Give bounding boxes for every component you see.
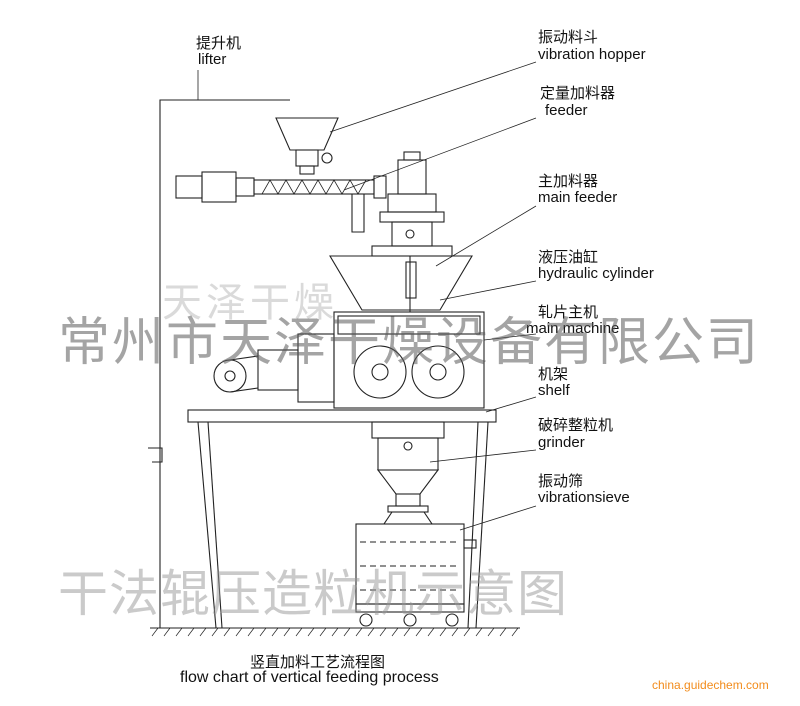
label-lifter-cn: 提升机	[196, 34, 242, 52]
press-roller-right	[411, 345, 465, 399]
sieve-inlet	[382, 511, 434, 525]
main-feeder-bolt	[405, 229, 415, 239]
label-hopper-en: vibration hopper	[538, 46, 646, 63]
company-watermark-faint: 天泽干燥	[162, 280, 338, 326]
press-roller-right-hub	[429, 363, 447, 381]
vibration-hopper	[275, 117, 339, 151]
feeder-screw-flight	[261, 179, 367, 195]
grinder-flange	[387, 505, 429, 513]
hydraulic-cylinder	[405, 261, 417, 299]
drive-gearbox	[257, 349, 299, 391]
site-watermark: china.guidechem.com	[652, 678, 769, 692]
label-feeder-en: feeder	[545, 102, 588, 119]
feeder-drop-chute	[351, 194, 365, 233]
hopper-neck	[295, 149, 319, 167]
grinder-chute	[371, 421, 445, 439]
label-cylinder-cn: 液压油缸	[538, 248, 599, 266]
press-roller-left	[353, 345, 407, 399]
sieve-base	[355, 603, 465, 613]
press-roller-left-hub	[371, 363, 389, 381]
sieve-outlet	[463, 539, 477, 549]
label-grinder-cn: 破碎整粒机	[538, 416, 614, 434]
label-shelf-cn: 机架	[538, 365, 569, 383]
product-watermark: 干法辊压造粒机示意图	[58, 565, 568, 623]
leader-grinder	[429, 449, 537, 463]
caption-cn: 竖直加料工艺流程图	[250, 653, 386, 671]
lifter-frame	[159, 99, 290, 628]
floor-hatch	[151, 627, 519, 637]
main-feeder-gear	[387, 193, 437, 213]
label-feeder-cn: 定量加料器	[540, 84, 616, 102]
leader-feeder	[343, 117, 537, 191]
grinder-eye	[403, 441, 413, 451]
shelf-left-leg-inner	[207, 421, 223, 629]
leader-main-machine	[483, 333, 537, 341]
leader-sieve	[459, 505, 537, 531]
main-feeder-base	[371, 245, 453, 257]
lifter-chute	[148, 447, 163, 463]
company-watermark: 常州市天泽干燥设备有限公司	[58, 313, 761, 373]
shelf-left-leg	[197, 421, 217, 629]
drive-pulley-hub	[224, 370, 236, 382]
label-main-feeder-cn: 主加料器	[538, 172, 599, 190]
label-cylinder-en: hydraulic cylinder	[538, 265, 654, 282]
feeder-coupling	[235, 177, 255, 197]
main-feeder-flange	[379, 211, 445, 223]
label-main-machine-en: main machine	[526, 320, 620, 337]
label-grinder-en: grinder	[538, 434, 585, 451]
label-shelf-en: shelf	[538, 382, 570, 399]
feeder-motor	[175, 175, 203, 199]
drive-belt-top	[229, 355, 259, 361]
label-main-machine-cn: 轧片主机	[538, 303, 599, 321]
feeder-gearbox	[201, 171, 237, 203]
main-machine-top-plate	[337, 315, 481, 335]
label-hopper-cn: 振动料斗	[538, 28, 599, 46]
shelf-top	[187, 409, 497, 423]
main-feeder-funnel	[329, 255, 473, 311]
grinder-body	[377, 437, 439, 471]
shelf-right-leg-inner	[467, 421, 479, 629]
label-sieve-cn: 振动筛	[538, 472, 584, 490]
main-feeder-housing	[391, 221, 433, 247]
feeder-end-cap	[373, 175, 387, 199]
caption-en: flow chart of vertical feeding process	[180, 669, 439, 686]
shelf-right-leg	[475, 421, 489, 629]
hopper-vibrator	[321, 152, 333, 164]
grinder-outlet	[395, 493, 421, 507]
label-sieve-en: vibrationsieve	[538, 489, 630, 506]
sieve-wheel-3	[445, 613, 459, 627]
leader-cylinder	[439, 280, 537, 301]
leader-lines	[329, 61, 537, 531]
machine-drawing	[148, 70, 520, 637]
sieve-wheel-2	[403, 613, 417, 627]
leader-shelf	[485, 396, 537, 413]
hopper-outlet	[299, 165, 315, 175]
main-feeder-motor-top	[403, 151, 421, 161]
main-feeder-motor	[397, 159, 427, 195]
drive-belt-bottom	[229, 387, 259, 393]
leader-hopper	[329, 61, 537, 133]
label-main-feeder-en: main feeder	[538, 189, 618, 206]
sieve-wheel-1	[359, 613, 373, 627]
label-lifter-en: lifter	[198, 51, 227, 68]
grinder-funnel	[376, 469, 440, 495]
leader-main-feeder	[435, 205, 537, 267]
